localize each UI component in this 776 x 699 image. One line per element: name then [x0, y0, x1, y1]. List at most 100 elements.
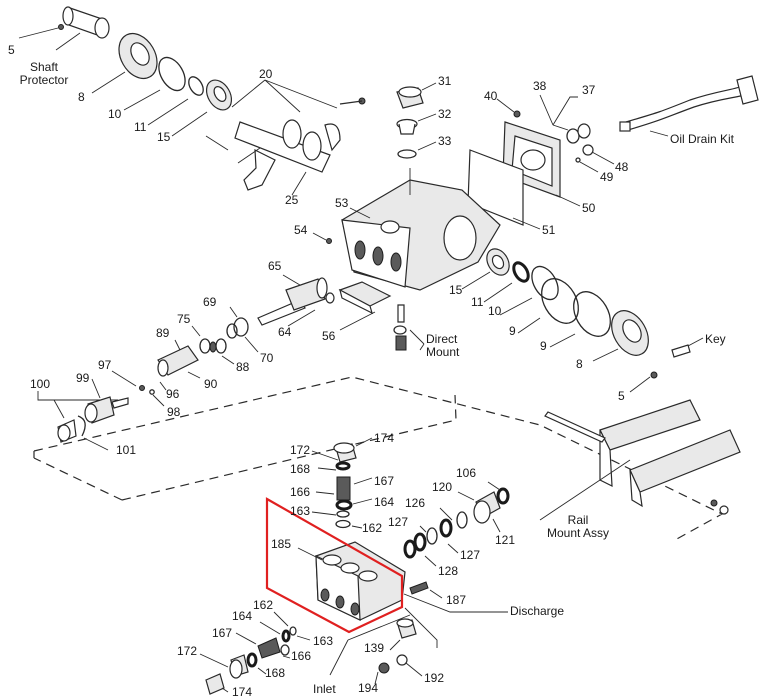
part-54-leader	[312, 232, 327, 241]
label-inlet: Inlet	[313, 682, 336, 696]
part-label-11-top: 11	[134, 120, 147, 134]
part-label-33: 33	[438, 134, 452, 148]
plunger-seal-group	[157, 325, 235, 379]
part-label-69: 69	[203, 295, 217, 309]
part-label-97: 97	[98, 358, 112, 372]
shaft-protector	[18, 6, 110, 51]
part-label-174-bot: 174	[232, 685, 253, 699]
part-label-128: 128	[438, 564, 459, 578]
part-label-8-top: 8	[78, 90, 85, 104]
part-label-194: 194	[358, 681, 379, 695]
part-label-167-top: 167	[374, 474, 395, 488]
part-label-174-top: 174	[374, 431, 395, 445]
part-label-106: 106	[456, 466, 477, 480]
part-label-9-a: 9	[509, 324, 516, 338]
part-label-166-top: 166	[290, 485, 311, 499]
part-label-50: 50	[582, 201, 596, 215]
part-label-10-mid: 10	[488, 304, 502, 318]
part-label-15-top: 15	[157, 130, 171, 144]
part-label-167-bot: 167	[212, 626, 233, 640]
part-label-168-top: 168	[290, 462, 311, 476]
part-label-25: 25	[285, 193, 299, 207]
part-label-5-mid: 5	[618, 389, 625, 403]
part-label-99: 99	[76, 371, 90, 385]
part-label-8-mid: 8	[576, 357, 583, 371]
part-label-51: 51	[542, 223, 556, 237]
part-15-top-bearing	[171, 79, 233, 137]
part-label-163-bot: 163	[313, 634, 334, 648]
part-label-9-b: 9	[540, 339, 547, 353]
part-label-126: 126	[405, 496, 426, 510]
crankcase	[341, 168, 501, 291]
part-label-38: 38	[533, 79, 547, 93]
label-key: Key	[705, 332, 726, 346]
part-10-top-oring	[158, 56, 186, 92]
part-11-top-seal	[188, 76, 204, 96]
part-label-89: 89	[156, 326, 170, 340]
part-label-98: 98	[167, 405, 181, 419]
part-label-185: 185	[271, 537, 292, 551]
part-label-127-a: 127	[388, 515, 409, 529]
label-oil-drain-kit: Oil Drain Kit	[670, 132, 735, 146]
plunger-rod-group	[226, 274, 335, 353]
part-label-75: 75	[177, 312, 191, 326]
part-label-49: 49	[600, 170, 614, 184]
direct-mount-group	[338, 281, 425, 351]
part-label-11-mid: 11	[471, 295, 484, 309]
discharge-seal-group	[403, 481, 510, 567]
part-label-164-top: 164	[374, 495, 395, 509]
part-label-88: 88	[236, 360, 250, 374]
part-label-15-mid: 15	[449, 283, 463, 297]
part-label-192: 192	[424, 671, 445, 685]
part-label-70: 70	[260, 351, 274, 365]
part-label-162-top: 162	[362, 521, 383, 535]
part-label-120: 120	[432, 480, 453, 494]
part-label-64: 64	[278, 325, 292, 339]
part-label-10-top: 10	[108, 107, 122, 121]
part-label-5-top: 5	[8, 43, 15, 57]
rear-cover	[467, 121, 581, 230]
part-label-48: 48	[615, 160, 629, 174]
part-label-164-bot: 164	[232, 609, 253, 623]
part-label-32: 32	[438, 107, 452, 121]
label-shaft-protector: Shaft Protector	[19, 60, 69, 87]
nipple-adapter-group	[37, 370, 167, 451]
part-label-37: 37	[582, 83, 596, 97]
part-54-pin	[326, 238, 332, 244]
manifold-fittings	[329, 581, 508, 676]
part-label-166-bot: 166	[291, 649, 312, 663]
part-label-31: 31	[438, 74, 452, 88]
rail-mount-assembly	[539, 399, 741, 521]
label-rail-mount-assy: Rail Mount Assy	[546, 513, 610, 540]
part-label-127-b: 127	[460, 548, 481, 562]
part-label-139: 139	[364, 641, 385, 655]
manifold-group-outline	[33, 376, 724, 541]
part-label-168-bot: 168	[265, 666, 286, 680]
oil-fill-parts	[396, 82, 437, 159]
manifold-highlight-box	[265, 497, 404, 634]
part-label-96: 96	[166, 387, 180, 401]
part-label-101: 101	[116, 443, 137, 457]
label-direct-mount: Direct Mount	[426, 332, 460, 359]
inlet-valve-stack	[199, 611, 423, 695]
part-label-162-bot: 162	[253, 598, 274, 612]
label-discharge: Discharge	[510, 604, 565, 618]
part-label-20: 20	[259, 67, 273, 81]
part-label-163-top: 163	[290, 504, 311, 518]
manifold-185	[297, 541, 406, 621]
part-label-187: 187	[446, 593, 467, 607]
part-label-90: 90	[204, 377, 218, 391]
part-label-53: 53	[335, 196, 349, 210]
part-label-172-top: 172	[290, 443, 311, 457]
crankshaft-assembly	[205, 79, 366, 196]
part-label-172-bot: 172	[177, 644, 198, 658]
key-part	[671, 337, 704, 358]
part-label-100: 100	[30, 377, 51, 391]
part-8-top-cover	[91, 32, 158, 94]
discharge-valve-stack	[311, 437, 373, 529]
cover-fasteners	[496, 94, 615, 173]
side-bearing-group	[461, 248, 658, 393]
part-label-56: 56	[322, 329, 336, 343]
